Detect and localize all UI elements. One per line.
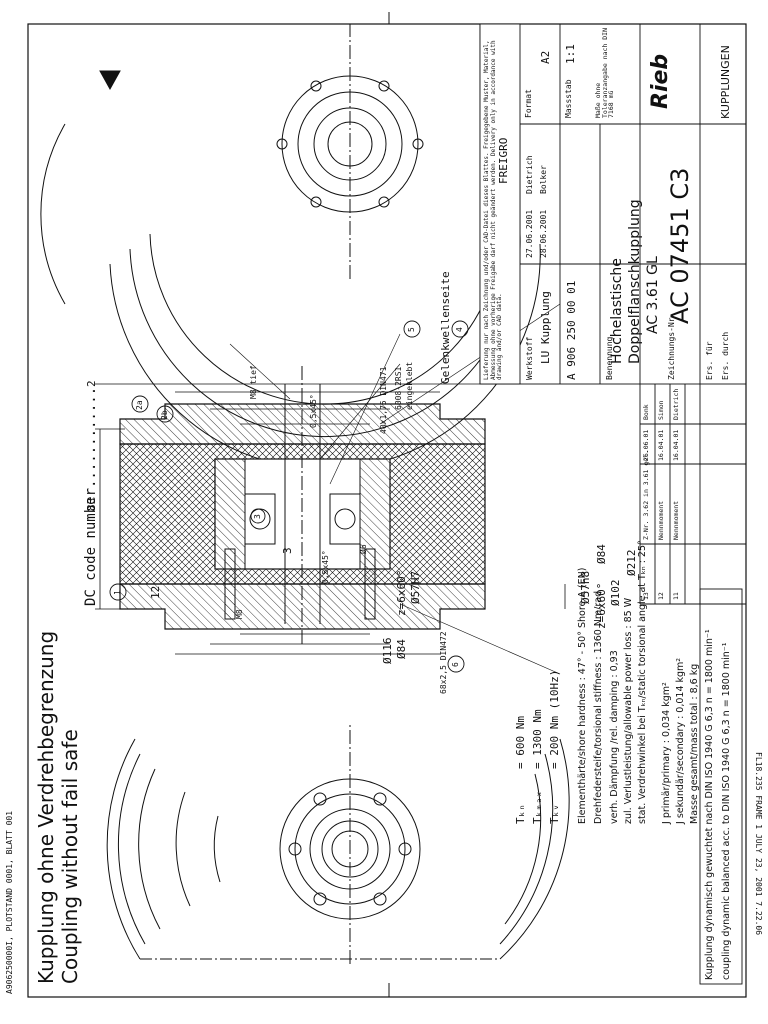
drawing-number: AC 07451 C3 <box>666 167 694 324</box>
title-block-lines <box>479 23 747 985</box>
tkmax-sym: Tₖₘₐₓ <box>531 790 544 824</box>
dim-57-top: Ø57h8 <box>579 570 592 604</box>
dim-116: Ø116 <box>381 637 394 665</box>
legal-note: Lieferung nur nach Zeichnung und/oder CA… <box>483 40 504 380</box>
dim-83: 83 <box>85 497 98 511</box>
dim-2: 2 <box>85 380 98 387</box>
label-drawing-no: Zeichnungs-Nr <box>667 317 676 380</box>
note-din471: 40x1,75 DIN471 <box>379 366 388 434</box>
rev-12-name: Simon <box>657 400 665 420</box>
rev-13-text: Z-Nr. 3.62 in 3.61 gel. <box>642 449 650 540</box>
dim-84-top: Ø84 <box>595 544 608 564</box>
dim-3: 3 <box>281 547 294 554</box>
dim-z60-bot: z=6x60° <box>395 569 408 616</box>
coupling-type: AC 3.61 GL <box>645 256 661 334</box>
prop-power: zul. Verlustleistung/allowable power los… <box>623 597 634 824</box>
rev-13-date: 26.06.01 <box>642 429 650 461</box>
section-view <box>95 303 566 675</box>
title-de: Kupplung ohne Verdrehbegrenzung <box>34 630 58 984</box>
rev-11-name: Dietrich <box>672 388 680 420</box>
note-driveshaft-side: Gelenkwellenseite <box>439 271 452 384</box>
inertia-primary: J primär/primary : 0,034 kgm² <box>661 682 672 824</box>
company-name: KUPPLUNGEN <box>719 45 732 119</box>
label-replaces: Ers. für <box>705 341 714 380</box>
date-1: 27.06.2001 <box>525 209 534 258</box>
release-status: FREIGRO <box>497 137 510 184</box>
dim-57-bot: Ø57H7 <box>409 570 422 604</box>
dim-m8-bot: M8 <box>235 609 244 619</box>
tkn-value: = 600 Nm <box>514 716 527 769</box>
tkv-value: = 200 Nm (10Hz) <box>548 669 561 769</box>
dim-chamfer-2: 0,5x45° <box>309 394 318 428</box>
balloon-2b: 2b <box>160 410 169 420</box>
dim-12: 12 <box>149 585 162 599</box>
scale-value: 1:1 <box>564 44 577 64</box>
balloon-6: 6 <box>451 662 460 667</box>
dim-m8-top: M8 tief <box>249 365 258 399</box>
plot-footer: FL18.235 FRAME 1 JULY 23, 2001 7.22.06 <box>754 752 763 936</box>
part-name: LU Kupplung <box>539 291 552 364</box>
dim-102: Ø102 <box>609 579 622 607</box>
prop-angle: stat. Verdrehwinkel bei Tₖₙ/static torsi… <box>637 540 648 824</box>
sheet-border <box>27 23 747 998</box>
balloon-1: 1 <box>113 590 122 595</box>
mass-total: Masse gesamt/mass total : 8,6 kg <box>689 663 700 824</box>
note-din472: 68x2,5 DIN472 <box>439 631 448 694</box>
dim-z60-top: z=6x60° <box>595 582 608 629</box>
date-2: 28.06.2001 <box>539 209 548 258</box>
left-flange-view <box>106 724 570 964</box>
tkv-sym: Tₖᵥ <box>548 804 561 824</box>
label-format: Format <box>524 89 533 118</box>
rev-13-no: 13 <box>642 592 650 600</box>
balloon-5: 5 <box>407 327 416 332</box>
balancing-de: Kupplung dynamisch gewuchtet nach DIN IS… <box>704 629 715 980</box>
balloons <box>109 320 469 673</box>
note-bearing-glued: eingeklebt <box>405 361 414 410</box>
dim-212: Ø212 <box>625 549 638 577</box>
inertia-secondary: J sekundär/secondary : 0,014 kgm² <box>675 657 686 824</box>
tolerance-note: Maße ohne Toleranzangabe nach DIN 7168 m… <box>594 27 615 118</box>
title-en: Coupling without fail safe <box>58 729 82 984</box>
dim-chamfer-1: 0,5x45° <box>321 550 330 584</box>
name-1: Dietrich <box>525 155 534 194</box>
sheet-id: A906250000I, PLOTSTAND 0001, BLATT 001 <box>5 810 14 994</box>
rev-12-date: 16.04.01 <box>657 429 665 461</box>
company-logo: Rieb <box>648 53 673 109</box>
balloon-4: 4 <box>455 327 464 332</box>
rev-12-text: Nennmoment <box>657 500 665 540</box>
prop-damping: verh. Dämpfung /rel. damping : 0,93 <box>609 650 620 824</box>
format-value: A2 <box>539 50 552 64</box>
rev-11-text: Nennmoment <box>672 500 680 540</box>
balloon-3: 3 <box>253 514 262 519</box>
balancing-en: coupling dynamic balanced acc. to DIN IS… <box>721 642 732 980</box>
dim-d6: Ø6 <box>359 544 368 554</box>
rev-13-name: Bonk <box>642 404 650 420</box>
dc-code: DC code number............ <box>83 386 99 606</box>
desc-de: Hochelastische <box>609 258 625 364</box>
dim-84-bot: Ø84 <box>395 639 408 659</box>
label-material: Werkstoff <box>525 336 534 380</box>
tkn-sym: Tₖₙ <box>514 804 527 824</box>
rev-11-no: 11 <box>672 592 680 600</box>
rev-12-no: 12 <box>657 592 665 600</box>
rev-11-date: 16.04.01 <box>672 429 680 461</box>
note-bearing: 6008-2RS1 <box>394 366 403 410</box>
label-scale: Massstab <box>564 79 573 118</box>
tkmax-value: = 1300 Nm <box>531 709 544 769</box>
label-replaced-by: Ers. durch <box>721 331 730 380</box>
right-flange-view <box>40 24 541 470</box>
desc-de2: Doppelflanschkupplung <box>627 199 643 364</box>
part-number: A 906 250 00 01 <box>565 280 578 380</box>
balloon-2a: 2a <box>135 400 144 410</box>
name-2: Bolker <box>539 165 548 194</box>
prop-shore: Elementhärte/shore hardness : 47° - 50° … <box>577 567 588 824</box>
